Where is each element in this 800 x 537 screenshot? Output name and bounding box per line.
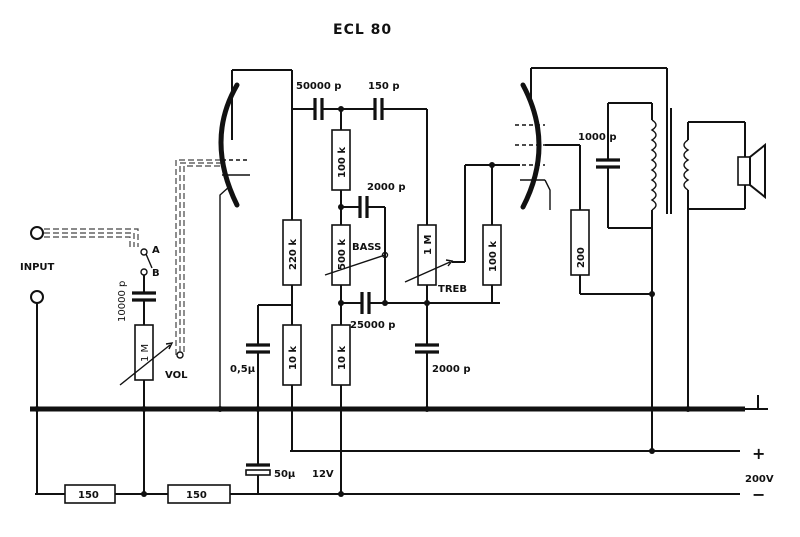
bass-label: BASS: [352, 242, 381, 253]
switch-a-label: A: [152, 245, 160, 256]
volume-wiper-arrow: [119, 344, 171, 386]
bass-pot-label: 500 k: [337, 239, 348, 270]
capacitor-150p: [373, 98, 384, 120]
volume-label: VOL: [165, 370, 188, 381]
cap-0-5u-label: 0,5µ: [230, 364, 256, 375]
input-label: INPUT: [20, 262, 55, 273]
voltage-200v-label: 200V: [745, 474, 774, 485]
cap-2000p-bottom-label: 2000 p: [432, 364, 470, 375]
cap-coupling-label: 50000 p: [296, 81, 341, 92]
r-150-a-label: 150: [78, 490, 99, 501]
treble-label: TREB: [438, 284, 467, 295]
minus-label: −: [752, 485, 765, 504]
r-220k-label: 220 k: [288, 239, 299, 270]
r-150-b-label: 150: [186, 490, 207, 501]
capacitor-coupling: [313, 98, 324, 120]
input-jack-top[interactable]: [30, 226, 44, 240]
cap-25000p-label: 25000 p: [350, 320, 395, 331]
r-100k-top-label: 100 k: [337, 147, 348, 178]
voltage-12v-label: 12V: [312, 469, 334, 480]
capacitor-2000p-top: [358, 196, 369, 218]
cap-50u-label: 50µ: [274, 469, 296, 480]
switch-contact-a[interactable]: [140, 248, 148, 256]
volume-pot-label: 1 M: [140, 344, 151, 362]
resistor-150-b: [167, 484, 231, 504]
volume-wiper-terminal: [176, 351, 184, 359]
output-transformer: [650, 108, 690, 214]
bass-wiper-arrow: [324, 254, 386, 276]
tube-type-title: ECL 80: [333, 22, 392, 38]
speaker-icon: [737, 142, 766, 200]
treble-wiper-arrow: [404, 261, 451, 283]
cathode-ground-wire: [219, 185, 231, 409]
cap-2000p-top-label: 2000 p: [367, 182, 405, 193]
capacitor-0-5u: [246, 343, 270, 354]
capacitor-1000p: [596, 158, 620, 169]
capacitor-input: [132, 291, 156, 302]
ground-symbol: [745, 395, 768, 410]
tube-triode-envelope: [218, 82, 240, 208]
capacitor-2000p-bottom: [415, 343, 439, 354]
resistor-150-a: [64, 484, 116, 504]
shielded-cable-grid: [175, 159, 222, 355]
cap-input-label: 10000 p: [117, 281, 128, 322]
cap-1000p-label: 1000 p: [578, 132, 616, 143]
cap-150p-label: 150 p: [368, 81, 400, 92]
plus-label: +: [752, 444, 765, 463]
r-100k-grid-label: 100 k: [488, 241, 499, 272]
treble-pot-label: 1 M: [423, 235, 434, 255]
capacitor-25000p: [360, 292, 371, 314]
switch-b-label: B: [152, 268, 160, 279]
r-10k-a-label: 10 k: [288, 346, 299, 370]
input-jack-bottom[interactable]: [30, 290, 44, 304]
r-200-label: 200: [576, 247, 587, 268]
r-10k-b-label: 10 k: [337, 346, 348, 370]
shielded-cable-input: [44, 228, 139, 247]
switch-contact-b[interactable]: [140, 268, 148, 276]
capacitor-50u: [245, 463, 271, 476]
